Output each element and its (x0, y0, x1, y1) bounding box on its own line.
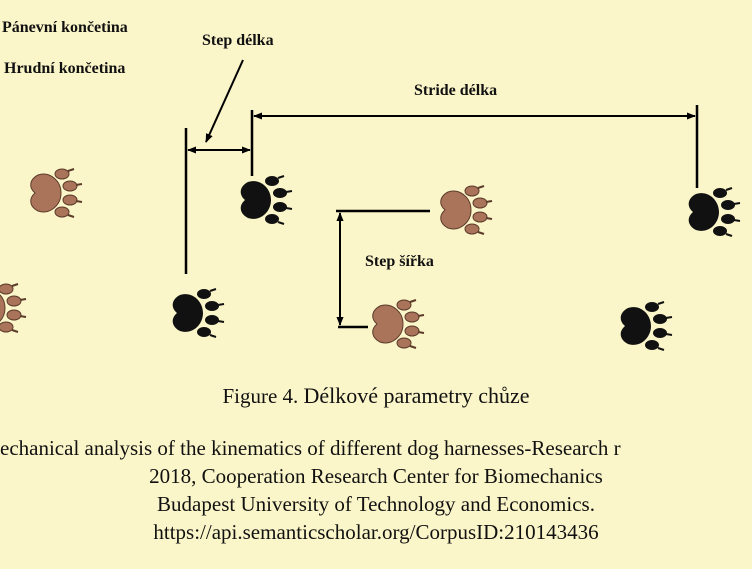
source-line-4: https://api.semanticscholar.org/CorpusID… (153, 520, 599, 544)
hind-paw-print (29, 168, 83, 218)
figure-number: Figure 4. (222, 384, 299, 408)
hind-paw-print (0, 283, 27, 333)
figure-title: Délkové parametry chůze (303, 383, 530, 408)
hind-paw-print (439, 185, 493, 235)
figure-caption: Figure 4. Délkové parametry chůze (0, 383, 752, 409)
stride-length-label: Stride délka (414, 82, 498, 99)
step-length-pointer (205, 59, 244, 143)
fore-paw-print (171, 288, 225, 338)
step-width-label: Step šířka (365, 253, 434, 270)
step-length-label: Step délka (202, 32, 274, 49)
fore-paw-print (619, 301, 673, 351)
source-citation: echanical analysis of the kinematics of … (0, 434, 752, 546)
fore-paw-print (687, 187, 741, 237)
legend-hind-limb: Pánevní končetina (2, 19, 128, 36)
fore-paw-print (239, 175, 293, 225)
hind-paw-print (371, 299, 425, 349)
source-line-2: 2018, Cooperation Research Center for Bi… (149, 464, 603, 488)
legend-fore-limb: Hrudní končetina (4, 60, 126, 77)
source-line-3: Budapest University of Technology and Ec… (157, 492, 595, 516)
source-line-1: echanical analysis of the kinematics of … (0, 436, 621, 460)
